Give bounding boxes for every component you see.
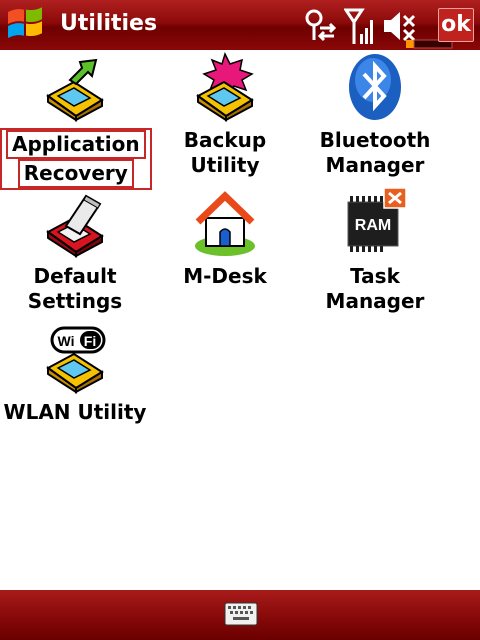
ok-button[interactable]: ok: [438, 8, 474, 42]
item-wlan-utility[interactable]: Wi Fi WLAN Utility: [0, 324, 150, 454]
start-button[interactable]: [0, 0, 52, 50]
wifi-icon: Wi Fi: [40, 324, 110, 394]
wifi-text-a: Wi: [58, 333, 75, 349]
connectivity-icon[interactable]: [304, 6, 340, 50]
item-m-desk[interactable]: M-Desk: [150, 188, 300, 318]
bluetooth-icon: [340, 52, 410, 122]
ram-icon: RAM: [340, 187, 410, 258]
keyboard-icon: [224, 602, 258, 630]
item-label: M-Desk: [183, 264, 267, 288]
battery-icon[interactable]: [406, 34, 454, 53]
application-recovery-icon: [40, 52, 110, 122]
wifi-text-b: Fi: [84, 333, 96, 349]
bottom-bar: [0, 590, 480, 640]
page-title: Utilities: [60, 11, 158, 36]
home-icon: [190, 188, 260, 258]
windows-logo-icon: [0, 7, 52, 54]
volume-muted-icon[interactable]: [382, 6, 418, 50]
keyboard-button[interactable]: [224, 602, 258, 626]
backup-utility-icon: [190, 51, 260, 122]
item-label: WLAN Utility: [3, 400, 147, 424]
signal-icon[interactable]: [343, 6, 376, 50]
svg-text:RAM: RAM: [355, 217, 391, 234]
default-settings-icon: [40, 188, 110, 258]
title-bar: Utilities: [0, 0, 480, 50]
